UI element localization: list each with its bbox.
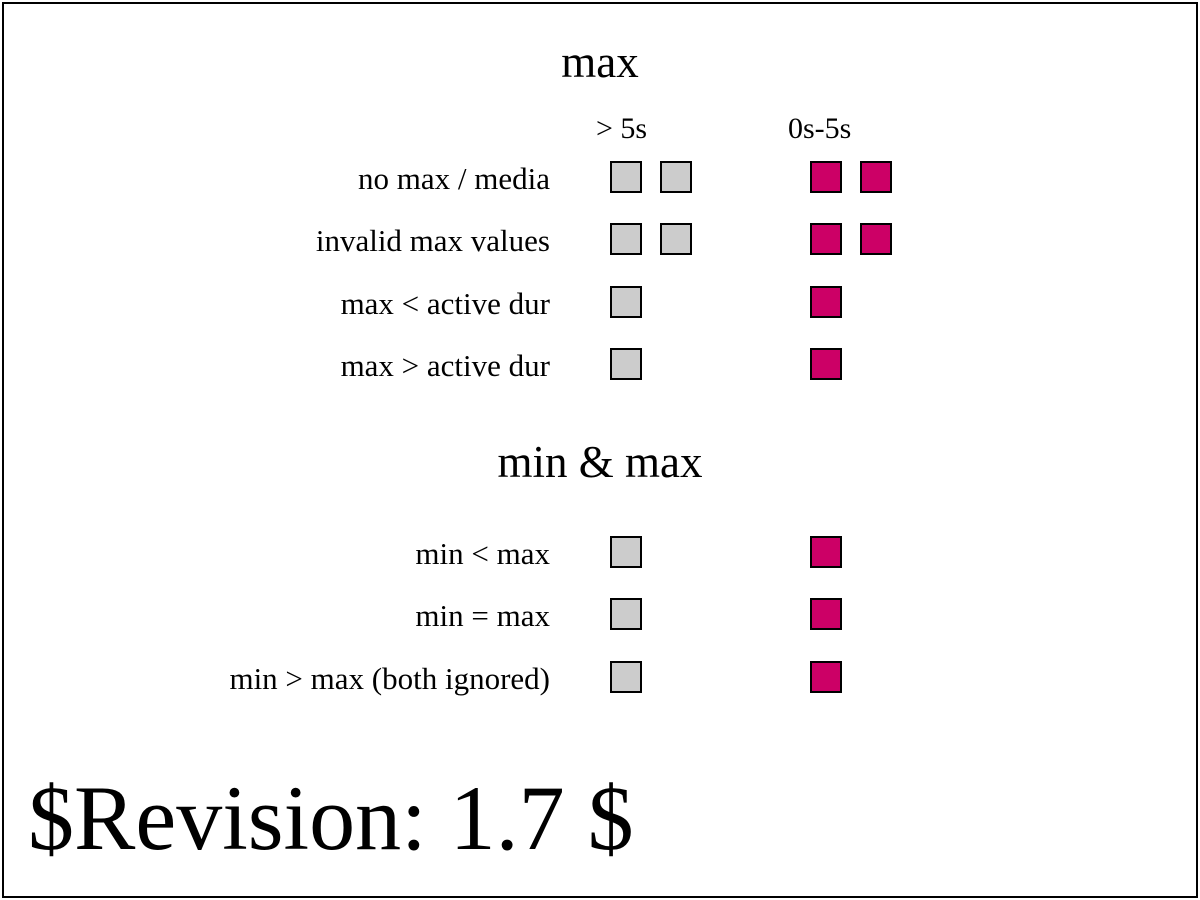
column-label-over-5s: > 5s — [596, 112, 648, 145]
pink-indicator-square — [860, 223, 892, 255]
pink-indicator-square — [810, 598, 842, 630]
grey-indicator-square — [660, 161, 692, 193]
row-label: min < max — [415, 536, 550, 571]
row-label: min > max (both ignored) — [229, 661, 550, 696]
grey-indicator-square — [610, 661, 642, 693]
section-title-max: max — [561, 37, 639, 87]
grey-indicator-square — [610, 536, 642, 568]
row-label: max < active dur — [340, 286, 550, 321]
row-label: max > active dur — [340, 348, 550, 383]
grey-indicator-square — [660, 223, 692, 255]
grey-indicator-square — [610, 223, 642, 255]
pink-indicator-square — [810, 286, 842, 318]
pink-indicator-square — [810, 223, 842, 255]
pink-indicator-square — [810, 161, 842, 193]
row-label: no max / media — [358, 161, 550, 196]
pink-indicator-square — [810, 348, 842, 380]
pink-indicator-square — [810, 536, 842, 568]
pink-indicator-square — [810, 661, 842, 693]
pink-indicator-square — [860, 161, 892, 193]
row-label: invalid max values — [315, 223, 550, 258]
section-title-min-and-max: min & max — [497, 437, 703, 487]
row-label: min = max — [415, 598, 550, 633]
grey-indicator-square — [610, 598, 642, 630]
grey-indicator-square — [610, 286, 642, 318]
grey-indicator-square — [610, 348, 642, 380]
revision-text: $Revision: 1.7 $ — [28, 767, 634, 869]
column-label-0s-5s: 0s-5s — [788, 112, 852, 145]
grey-indicator-square — [610, 161, 642, 193]
